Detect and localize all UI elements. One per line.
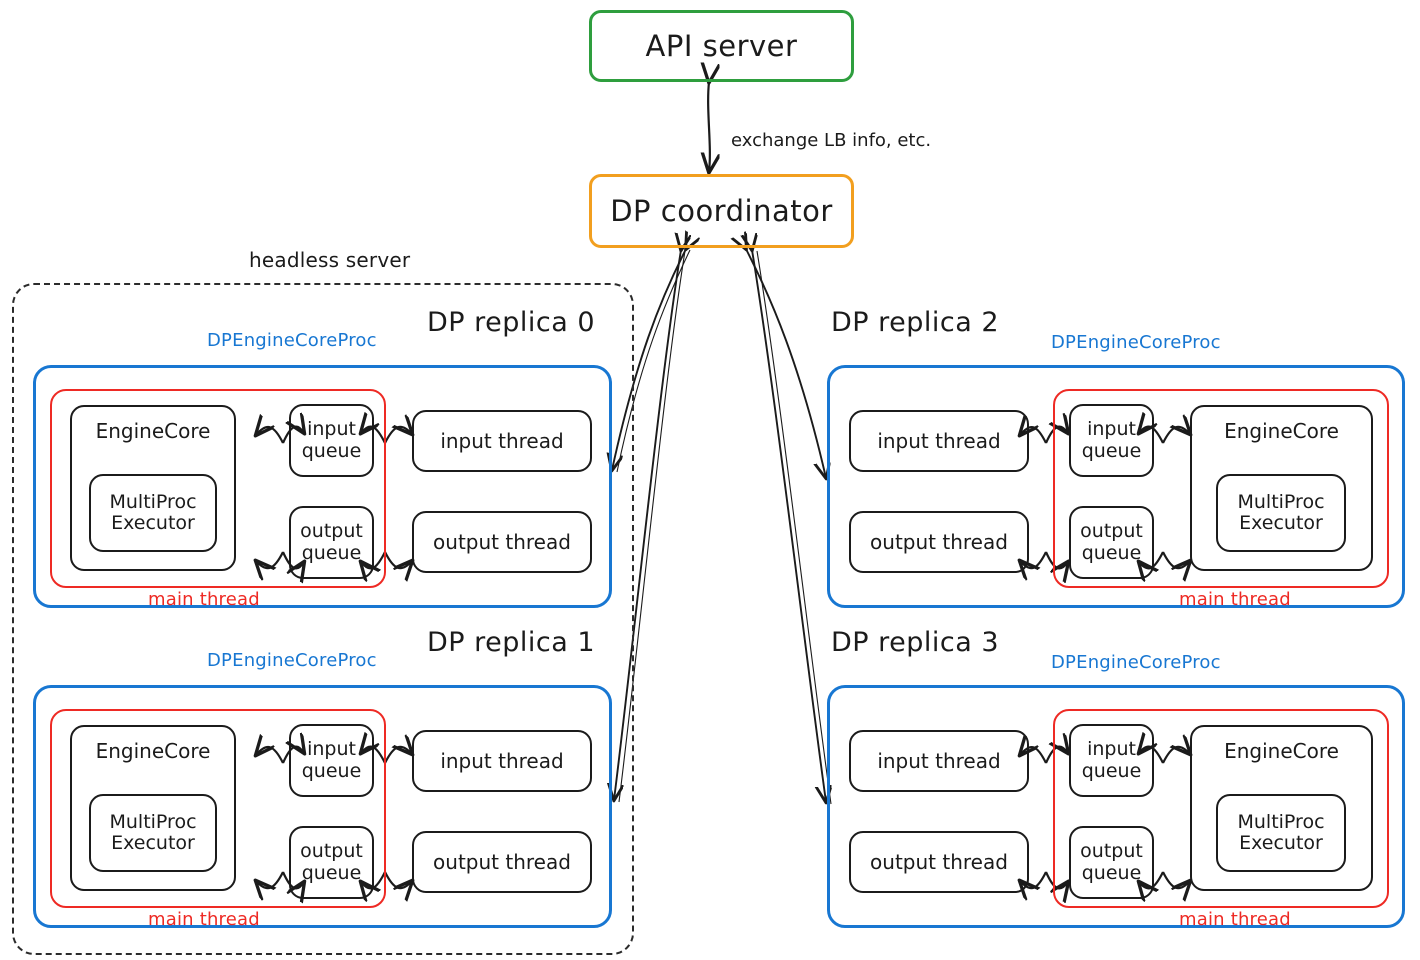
replica-1-engine-core-box[interactable]: EngineCore [70,725,236,891]
replica-0-output-queue-box[interactable]: output queue [289,506,374,579]
replica-3-input-thread-box[interactable]: input thread [849,730,1029,792]
replica-0-main-thread-tag: main thread [148,589,260,610]
edge-coordinator-replica-3 [752,250,831,804]
replica-2-multiproc-executor-box[interactable]: MultiProc Executor [1216,474,1346,552]
headless-server-label: headless server [249,248,411,272]
replica-1-input-queue-line1: input [307,738,356,761]
replica-1-output-thread-label: output thread [433,849,571,874]
replica-1-main-thread-tag: main thread [148,909,260,930]
replica-1-multiproc-line2: Executor [111,832,195,854]
replica-0-output-thread-label: output thread [433,529,571,554]
replica-0-multiproc-line2: Executor [111,512,195,534]
replica-1-input-thread-label: input thread [440,748,564,773]
replica-3-output-queue-box[interactable]: output queue [1069,826,1154,899]
replica-1-multiproc-executor-box[interactable]: MultiProc Executor [89,794,217,872]
replica-1-input-queue-box[interactable]: input queue [289,724,374,797]
replica-3-input-queue-line1: input [1087,738,1136,761]
replica-0-input-queue-line1: input [307,418,356,441]
replica-2-output-thread-box[interactable]: output thread [849,511,1029,573]
edge-api-coordinator [708,82,710,172]
replica-2-output-thread-label: output thread [870,529,1008,554]
replica-0-input-thread-box[interactable]: input thread [412,410,592,472]
replica-3-main-thread-tag: main thread [1179,909,1291,930]
replica-1-proc-box [33,685,612,928]
api-server-node[interactable]: API server [589,10,854,82]
replica-3-input-queue-box[interactable]: input queue [1069,724,1154,797]
replica-1-input-queue-line2: queue [301,759,362,782]
replica-2-input-queue-line2: queue [1081,439,1142,462]
replica-2-engine-core-box[interactable]: EngineCore [1190,405,1373,571]
replica-3-multiproc-line2: Executor [1239,832,1323,854]
replica-0-input-queue-box[interactable]: input queue [289,404,374,477]
replica-2-title: DP replica 2 [831,307,1000,338]
replica-3-input-thread-label: input thread [877,748,1001,773]
replica-0-main-thread-box [50,389,386,588]
edge-label-exchange-lb-info: exchange LB info, etc. [731,130,932,151]
replica-3-output-queue-line2: queue [1081,861,1142,884]
replica-2-engine-core-label: EngineCore [1224,419,1339,443]
replica-0-proc-box [33,365,612,608]
replica-3-title: DP replica 3 [831,627,1000,658]
edge-coordinator-replica-1 [614,250,685,802]
replica-0-engine-core-label: EngineCore [95,419,211,443]
replica-0-engine-core-box[interactable]: EngineCore [70,405,236,571]
api-server-label: API server [645,29,798,63]
replica-3-main-thread-box [1053,709,1389,908]
replica-3-input-queue-line2: queue [1081,759,1142,782]
replica-2-input-thread-box[interactable]: input thread [849,410,1029,472]
dp-coordinator-label: DP coordinator [610,194,833,228]
replica-0-output-thread-box[interactable]: output thread [412,511,592,573]
replica-0-proc-tag: DPEngineCoreProc [207,330,377,351]
dp-coordinator-node[interactable]: DP coordinator [589,174,854,248]
replica-0-multiproc-line1: MultiProc [109,490,197,513]
replica-2-multiproc-line1: MultiProc [1237,490,1325,513]
replica-2-input-thread-label: input thread [877,428,1001,453]
headless-server-group [12,283,634,955]
replica-2-input-queue-box[interactable]: input queue [1069,404,1154,477]
replica-3-engine-core-box[interactable]: EngineCore [1190,725,1373,891]
internal-edges-replica-3 [1020,747,1190,889]
replica-1-proc-tag: DPEngineCoreProc [207,650,377,671]
replica-3-output-queue-line1: output [1080,840,1143,863]
replica-0-output-queue-line2: queue [301,541,362,564]
replica-1-multiproc-line1: MultiProc [109,810,197,833]
replica-0-title: DP replica 0 [427,307,596,338]
replica-1-title: DP replica 1 [427,627,596,658]
replica-3-multiproc-line1: MultiProc [1237,810,1325,833]
replica-1-output-queue-box[interactable]: output queue [289,826,374,899]
replica-0-multiproc-executor-box[interactable]: MultiProc Executor [89,474,217,552]
replica-3-output-thread-label: output thread [870,849,1008,874]
replica-3-output-thread-box[interactable]: output thread [849,831,1029,893]
replica-2-output-queue-line2: queue [1081,541,1142,564]
replica-1-input-thread-box[interactable]: input thread [412,730,592,792]
replica-2-multiproc-line2: Executor [1239,512,1323,534]
replica-1-output-thread-box[interactable]: output thread [412,831,592,893]
replica-2-output-queue-box[interactable]: output queue [1069,506,1154,579]
replica-3-multiproc-executor-box[interactable]: MultiProc Executor [1216,794,1346,872]
replica-2-input-queue-line1: input [1087,418,1136,441]
replica-2-proc-tag: DPEngineCoreProc [1051,332,1221,353]
replica-1-output-queue-line2: queue [301,861,362,884]
replica-0-input-queue-line2: queue [301,439,362,462]
replica-2-output-queue-line1: output [1080,520,1143,543]
replica-3-engine-core-label: EngineCore [1224,739,1339,763]
replica-1-engine-core-label: EngineCore [95,739,211,763]
replica-0-output-queue-line1: output [300,520,363,543]
replica-3-proc-box [827,685,1405,928]
replica-0-input-thread-label: input thread [440,428,564,453]
replica-2-main-thread-tag: main thread [1179,589,1291,610]
replica-2-proc-box [827,365,1405,608]
replica-1-main-thread-box [50,709,386,908]
replica-2-main-thread-box [1053,389,1389,588]
replica-1-output-queue-line1: output [300,840,363,863]
replica-3-proc-tag: DPEngineCoreProc [1051,652,1221,673]
